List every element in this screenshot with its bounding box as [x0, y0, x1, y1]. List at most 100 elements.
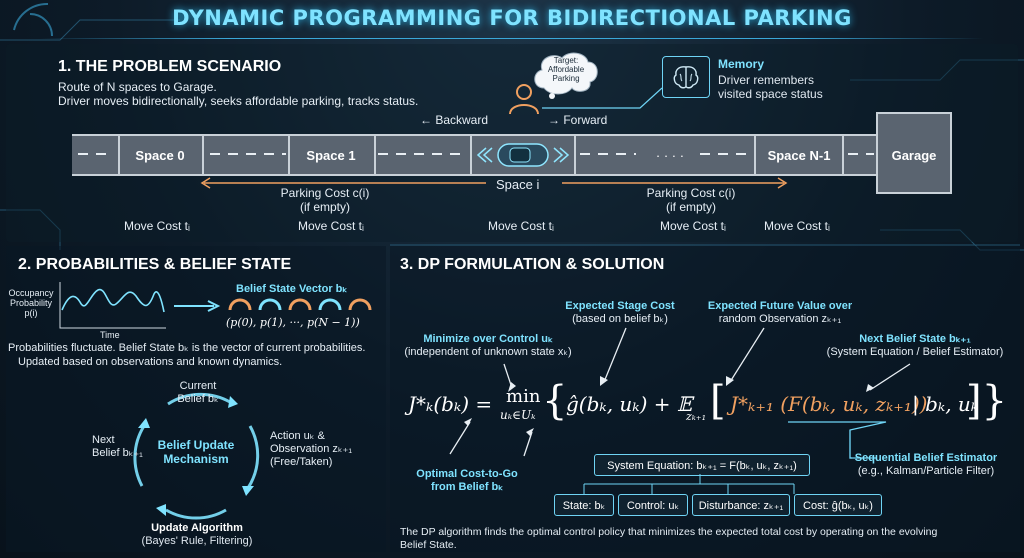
space-divider	[754, 134, 756, 176]
backward-cost-arrow	[200, 177, 486, 189]
next-belief-line-2: Belief bₖ₊₁	[92, 447, 143, 459]
optimal-desc: from Belief bₖ	[431, 481, 503, 493]
disturbance-box: Disturbance: zₖ₊₁	[692, 494, 790, 516]
sequential-title: Sequential Belief Estimator	[854, 452, 998, 464]
parking-cost-left-line-1: Parking Cost c(i)	[280, 186, 370, 200]
memory-desc-1: Driver remembers	[718, 73, 815, 87]
parking-cost-left-line-2: (if empty)	[299, 200, 350, 214]
sequential-desc: (e.g., Kalman/Particle Filter)	[857, 465, 995, 477]
page-title: DYNAMIC PROGRAMMING FOR BIDIRECTIONAL PA…	[172, 6, 852, 30]
section-3-footer-2: Belief State.	[400, 539, 457, 551]
target-bubble-text: Target: Affordable Parking	[536, 56, 596, 83]
section-2-panel	[6, 246, 386, 552]
memory-title: Memory	[718, 57, 765, 71]
ellipsis: · · · ·	[655, 147, 685, 163]
section-1-desc-1: Route of N spaces to Garage.	[58, 80, 217, 94]
optimal-title: Optimal Cost-to-Go	[416, 468, 518, 480]
next-belief-state-desc: (System Equation / Belief Estimator)	[826, 346, 1004, 358]
action-line-1: Action uₖ &	[270, 430, 325, 442]
space-divider	[288, 134, 290, 176]
parking-cost-right-line-2: (if empty)	[665, 200, 716, 214]
stage-cost-title: Expected Stage Cost	[565, 300, 675, 312]
minimize-title: Minimize over Control uₖ	[423, 333, 553, 345]
backward-label: ← Backward	[420, 113, 489, 127]
equation-brace-left: {	[542, 378, 568, 424]
control-box: Control: uₖ	[618, 494, 688, 516]
equation-future: J*ₖ₊₁ (F(bₖ, uₖ, zₖ₊₁))	[730, 392, 928, 416]
move-cost-label: Move Cost tᵢ	[488, 219, 554, 233]
next-belief-line-1: Next	[92, 434, 115, 446]
move-cost-label: Move Cost tᵢ	[660, 219, 726, 233]
target-bubble-line-1: Target:	[553, 56, 579, 65]
cycle-center-line-1: Belief Update	[157, 438, 235, 452]
move-cost-label: Move Cost tᵢ	[764, 219, 830, 233]
cycle-center-line-2: Mechanism	[163, 452, 229, 466]
title-divider	[40, 38, 984, 39]
stage-cost-desc: (based on belief bₖ)	[572, 313, 668, 325]
optimal-cost-to-go: Optimal Cost-to-Go from Belief bₖ	[412, 468, 522, 494]
space-1-label: Space 1	[306, 147, 356, 163]
move-cost-label: Move Cost tᵢ	[298, 219, 364, 233]
current-belief: Current Belief bₖ	[160, 380, 236, 406]
formula-pointer-arrows	[449, 327, 911, 459]
update-algorithm-title: Update Algorithm	[151, 522, 243, 534]
road-dash	[848, 153, 874, 155]
brain-icon	[662, 56, 710, 98]
target-bubble-line-2: Affordable	[547, 65, 585, 74]
update-algorithm-desc: (Bayes' Rule, Filtering)	[141, 535, 253, 547]
space-divider	[574, 134, 576, 176]
equation-bracket-left: [	[710, 378, 726, 424]
section-3-heading: 3. DP FORMULATION & SOLUTION	[400, 256, 665, 273]
belief-vector-title: Belief State Vector bₖ	[236, 283, 348, 295]
brain-glyph-icon	[673, 66, 699, 89]
garage-block	[876, 112, 952, 194]
action-observation: Action uₖ & Observation zₖ₊₁ (Free/Taken…	[270, 430, 352, 469]
section-2-heading: 2. PROBABILITIES & BELIEF STATE	[18, 256, 292, 273]
occupancy-axis-label: Occupancy Probability p(i)	[4, 288, 58, 318]
future-value-desc: random Observation zₖ₊₁	[718, 313, 842, 325]
section-3-footer-1: The DP algorithm finds the optimal contr…	[400, 526, 938, 538]
road-dash	[580, 153, 636, 155]
move-cost-label: Move Cost tᵢ	[124, 219, 190, 233]
current-belief-line-1: Current	[179, 380, 217, 392]
belief-update-center: Belief Update Mechanism	[156, 438, 236, 466]
memory-connector	[542, 87, 663, 109]
space-n-1-label: Space N-1	[767, 147, 831, 163]
road-dash	[378, 153, 468, 155]
space-divider	[470, 134, 472, 176]
action-line-2: Observation zₖ₊₁	[270, 443, 353, 455]
state-box: State: bₖ	[554, 494, 614, 516]
road-dash	[700, 153, 746, 155]
arrow-right-icon	[174, 300, 221, 312]
belief-vector: (p(0), p(1), ···, p(N − 1))	[226, 316, 360, 329]
car-icon	[476, 143, 570, 167]
update-algorithm: Update Algorithm (Bayes' Rule, Filtering…	[132, 522, 262, 548]
space-i-label: Space i	[496, 177, 540, 192]
occupancy-label-line-1: Occupancy	[8, 288, 54, 298]
cost-box: Cost: ĝ(bₖ, uₖ)	[794, 494, 882, 516]
equation-e-sub: zₖ₊₁	[686, 410, 707, 423]
parking-cost-right: Parking Cost c(i) (if empty)	[636, 186, 746, 214]
expected-future-value: Expected Future Value over random Observ…	[700, 300, 860, 326]
occupancy-label-line-3: p(i)	[24, 308, 38, 318]
minimize-desc: (independent of unknown state xₖ)	[404, 346, 572, 358]
road-dash	[210, 153, 286, 155]
expected-stage-cost: Expected Stage Cost (based on belief bₖ)	[556, 300, 684, 326]
action-line-3: (Free/Taken)	[270, 456, 333, 468]
equation-stage: ĝ(bₖ, uₖ) + 𝔼	[566, 392, 693, 416]
equation-min: min	[506, 386, 541, 407]
future-value-title: Expected Future Value over	[707, 300, 853, 312]
space-divider	[374, 134, 376, 176]
section-1-desc-2: Driver moves bidirectionally, seeks affo…	[58, 94, 419, 108]
equation-brackets-right: ]}	[966, 378, 1008, 424]
next-belief-state-title: Next Belief State bₖ₊₁	[859, 333, 971, 345]
current-belief-line-2: Belief bₖ	[177, 393, 219, 405]
thought-bubble-icon	[534, 52, 598, 99]
space-divider	[202, 134, 204, 176]
space-0-label: Space 0	[135, 147, 185, 163]
forward-cost-arrow	[562, 177, 788, 189]
forward-label: → Forward	[548, 113, 608, 127]
section-1-heading: 1. THE PROBLEM SCENARIO	[58, 58, 282, 75]
next-belief: Next Belief bₖ₊₁	[92, 434, 143, 460]
